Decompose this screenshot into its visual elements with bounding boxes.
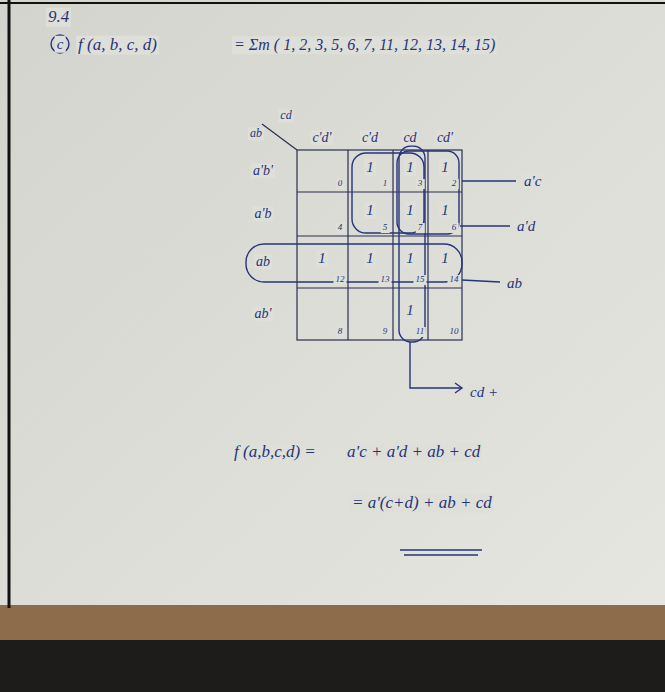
cell-index: 7 (416, 223, 425, 233)
cell-index: 5 (381, 223, 390, 233)
column-header: c'd' (310, 130, 333, 145)
cell-index: 0 (336, 179, 345, 189)
cell-index: 1 (381, 179, 390, 189)
row-header: a'b (253, 206, 274, 221)
cell-value: 1 (404, 302, 416, 319)
cell-index: 14 (448, 275, 461, 285)
problem-number: 9.4 (46, 8, 71, 27)
cell-value: 1 (364, 159, 376, 176)
minterm-list: = Σm ( 1, 2, 3, 5, 6, 7, 11, 12, 13, 14,… (232, 36, 497, 54)
cell-index: 6 (450, 223, 459, 233)
equation: a'c + a'd + ab + cd (345, 443, 482, 462)
cell-value: 1 (364, 250, 376, 267)
group-loops (51, 35, 516, 555)
cell-value: 1 (439, 159, 451, 176)
cell-value: 1 (439, 202, 451, 219)
equation: f (a,b,c,d) = (232, 443, 318, 462)
desk-edge (0, 605, 665, 640)
kmap-grid (262, 124, 462, 340)
row-header: a'b' (251, 163, 275, 178)
cell-index: 11 (414, 327, 426, 337)
cell-index: 3 (416, 179, 425, 189)
cell-index: 2 (450, 179, 459, 189)
cell-index: 13 (379, 275, 392, 285)
desk-shadow (0, 640, 665, 692)
function-name: f (a, b, c, d) (76, 36, 159, 55)
loop-ab (246, 244, 462, 282)
paper (0, 0, 665, 612)
group-label: a'd (515, 218, 537, 235)
row-header: ab' (253, 306, 274, 321)
cell-value: 1 (404, 202, 416, 219)
cell-value: 1 (364, 202, 376, 219)
column-header: cd (401, 130, 418, 145)
column-header: cd' (435, 130, 455, 145)
cell-index: 9 (381, 327, 390, 337)
cell-index: 10 (448, 327, 461, 337)
loop-a-c (397, 151, 459, 234)
cell-index: 12 (334, 275, 347, 285)
cell-value: 1 (404, 159, 416, 176)
equation: = a'(c+d) + ab + cd (350, 494, 494, 513)
column-vars: cd (278, 109, 293, 122)
group-label: cd + (468, 384, 500, 401)
cell-value: 1 (316, 250, 328, 267)
group-label: ab (505, 275, 524, 292)
loop-cd (399, 146, 425, 342)
column-header: c'd (360, 130, 380, 145)
cell-index: 15 (414, 275, 427, 285)
cell-value: 1 (439, 250, 451, 267)
part-letter: c (55, 36, 66, 53)
cell-index: 4 (336, 223, 345, 233)
cell-value: 1 (404, 250, 416, 267)
frame-line (0, 2, 665, 4)
loop-a-d (352, 153, 424, 233)
row-header: ab (254, 254, 272, 269)
cell-index: 8 (336, 327, 345, 337)
frame-line (8, 0, 11, 608)
group-label: a'c (522, 173, 543, 190)
row-vars: ab (248, 127, 264, 140)
